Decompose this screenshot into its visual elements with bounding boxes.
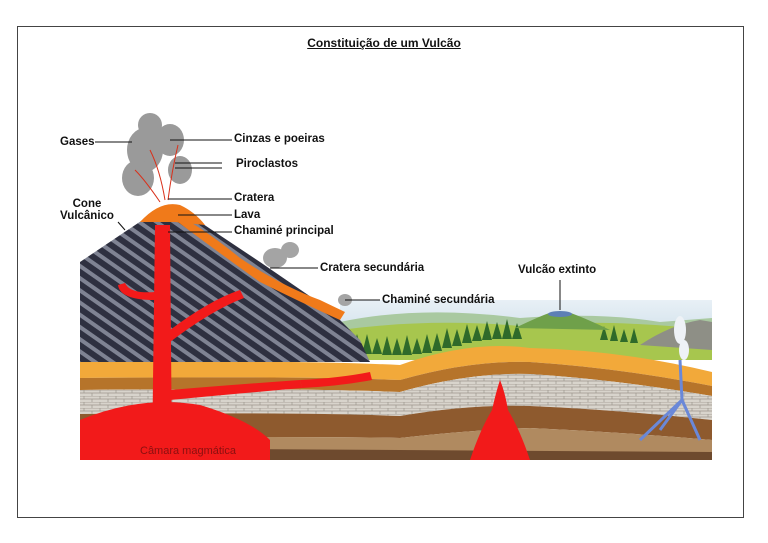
label-chamine-principal: Chaminé principal (234, 225, 334, 237)
label-chamine-secundaria: Chaminé secundária (382, 294, 494, 306)
label-vulcao-extinto: Vulcão extinto (518, 264, 596, 276)
label-cone-line2: Vulcânico (52, 210, 122, 222)
label-cone-line1: Cone (52, 198, 122, 210)
label-cinzas-poeiras: Cinzas e poeiras (234, 133, 325, 145)
label-gases: Gases (60, 136, 95, 148)
label-piroclastos: Piroclastos (236, 158, 298, 170)
label-camara-magmatica: Câmara magmática (140, 445, 236, 457)
label-lava: Lava (234, 209, 260, 221)
label-cratera-secundaria: Cratera secundária (320, 262, 424, 274)
label-cone-vulcanico: Cone Vulcânico (52, 198, 122, 222)
ash-cloud (122, 113, 192, 196)
label-cratera: Cratera (234, 192, 274, 204)
extinct-crater-lake (548, 311, 572, 317)
